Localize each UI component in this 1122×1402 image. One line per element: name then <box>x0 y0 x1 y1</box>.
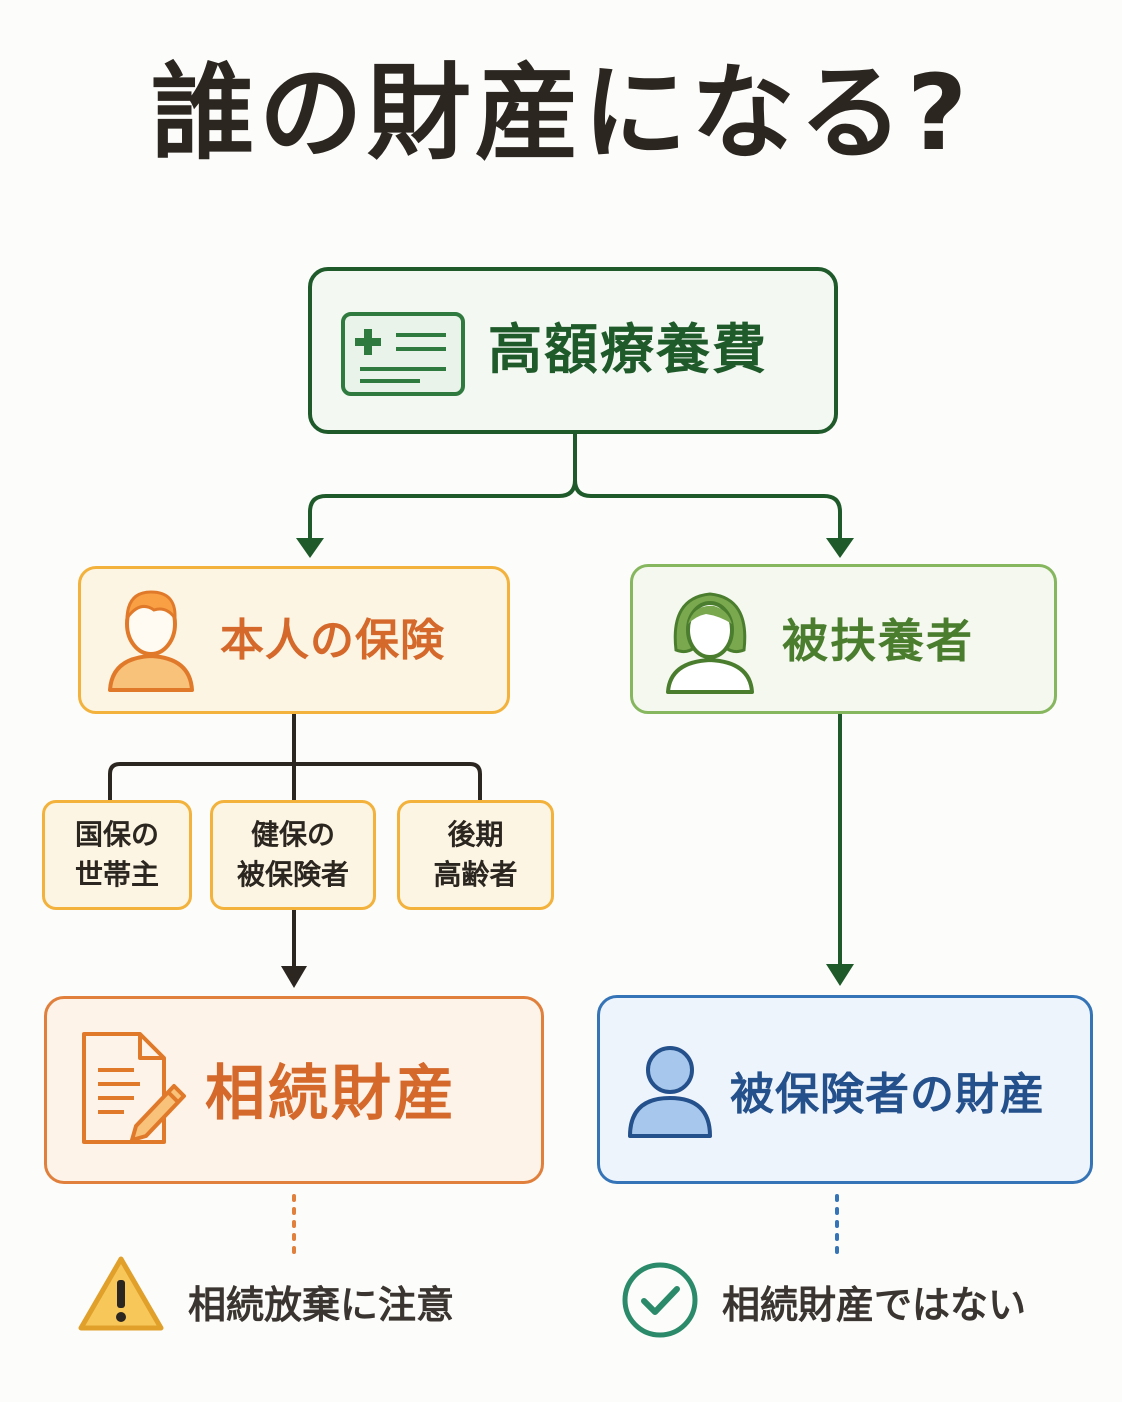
warning-note: 相続放棄に注意 <box>188 1283 455 1327</box>
category-line: 世帯主 <box>74 858 159 891</box>
category-line: 被保険者 <box>236 858 349 891</box>
user-icon <box>628 1046 712 1138</box>
category-health-insurance: 健保の 被保険者 <box>210 800 376 910</box>
category-line: 高齢者 <box>433 858 518 891</box>
dependent-label: 被扶養者 <box>782 614 974 668</box>
warning-icon <box>78 1256 164 1331</box>
category-line: 後期 <box>447 818 504 851</box>
self-insurance-label: 本人の保険 <box>220 615 445 666</box>
document-pencil-icon <box>82 1032 186 1144</box>
check-circle-icon <box>622 1262 698 1338</box>
top-node-label: 高額療養費 <box>488 318 768 381</box>
person-icon <box>108 590 194 692</box>
woman-icon <box>666 592 754 694</box>
insured-property-label: 被保険者の財産 <box>730 1069 1045 1120</box>
category-line: 健保の <box>250 818 335 851</box>
medical-card-icon <box>341 312 465 396</box>
inheritance-label: 相続財産 <box>205 1059 457 1129</box>
category-late-elderly: 後期 高齢者 <box>397 800 554 910</box>
check-note: 相続財産ではない <box>722 1283 1027 1327</box>
category-line: 国保の <box>74 818 159 851</box>
page-title: 誰の財産になる? <box>150 52 972 174</box>
category-national-insurance: 国保の 世帯主 <box>42 800 192 910</box>
